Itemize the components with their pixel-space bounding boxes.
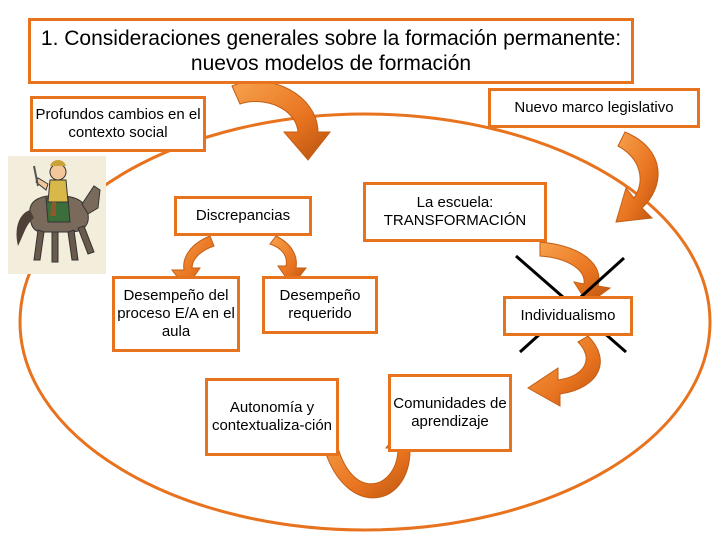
box-profundos-cambios: Profundos cambios en el contexto social [30, 96, 206, 152]
curved-arrow-escuela [539, 241, 612, 305]
box-nuevo-marco-legislativo: Nuevo marco legislativo [488, 88, 700, 128]
knight-on-horse-clipart [8, 156, 106, 274]
box-individualismo: Individualismo [503, 296, 633, 336]
cycle-ellipse [18, 112, 712, 532]
curved-arrow-marco [615, 131, 659, 223]
box-autonomia-contextualizacion: Autonomía y contextualiza-ción [205, 378, 339, 456]
box-la-escuela-transformacion: La escuela: TRANSFORMACIÓN [363, 182, 547, 242]
box-desempeno-aula: Desempeño del proceso E/A en el aula [112, 276, 240, 352]
slide-title: 1. Consideraciones generales sobre la fo… [28, 18, 634, 84]
box-discrepancias: Discrepancias [174, 196, 312, 236]
curved-arrow-individualismo [527, 335, 601, 407]
box-comunidades-aprendizaje: Comunidades de aprendizaje [388, 374, 512, 452]
box-desempeno-requerido: Desempeño requerido [262, 276, 378, 334]
